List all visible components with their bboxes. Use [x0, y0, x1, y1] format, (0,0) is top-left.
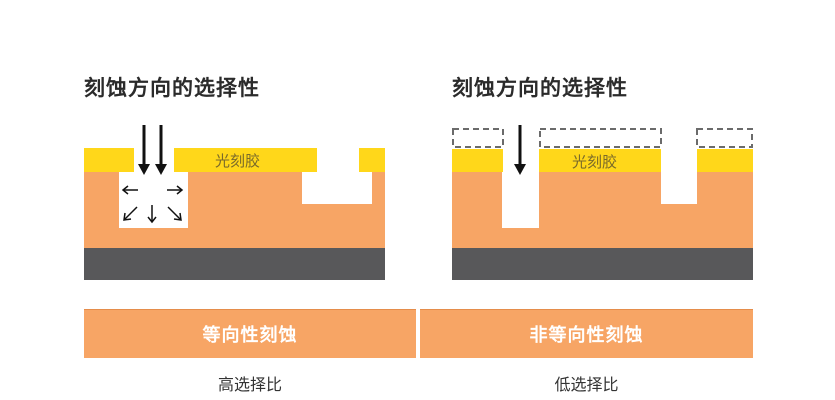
left-photoresist-label: 光刻胶 [215, 152, 261, 170]
left-photoresist-right [359, 148, 385, 172]
right-title: 刻蚀方向的选择性 [452, 76, 628, 100]
right-band: 非等向性刻蚀 [420, 309, 753, 358]
left-band-label: 等向性刻蚀 [202, 325, 298, 346]
left-caption: 高选择比 [217, 375, 282, 394]
left-substrate [84, 248, 385, 280]
left-down-arrows [138, 125, 167, 175]
right-photoresist-label: 光刻胶 [572, 153, 618, 171]
right-dashed-outlines [452, 128, 753, 148]
left-band: 等向性刻蚀 [84, 309, 416, 358]
right-band-label: 非等向性刻蚀 [529, 325, 644, 346]
left-isotropic-arrows [121, 185, 184, 224]
left-etched-layer [84, 172, 385, 248]
right-photoresist-center [539, 149, 661, 172]
left-title: 刻蚀方向的选择性 [84, 76, 260, 100]
right-down-arrow [514, 125, 526, 175]
left-photoresist-center [174, 148, 317, 172]
right-caption: 低选择比 [554, 375, 619, 394]
left-photoresist-left [84, 148, 134, 172]
right-etched-layer [452, 172, 753, 248]
right-photoresist-left [452, 149, 503, 172]
right-photoresist-right [697, 149, 753, 172]
right-substrate [452, 248, 753, 280]
